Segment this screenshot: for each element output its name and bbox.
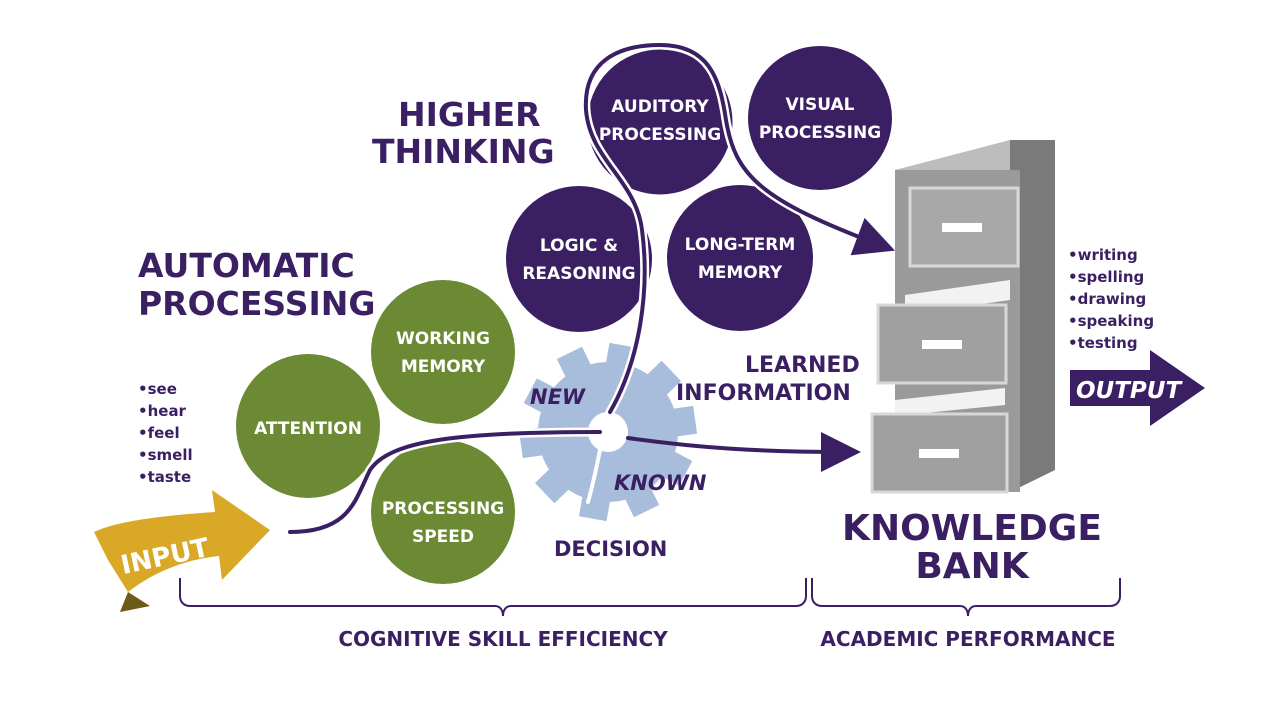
knowledge-bank-line-1: KNOWLEDGE (842, 508, 1102, 549)
circle-visual-processing: VISUAL PROCESSING (748, 46, 892, 190)
input-sense-item: •smell (138, 446, 193, 464)
input-banner (94, 490, 270, 592)
circle-working-memory-label-line-1: WORKING (396, 329, 490, 349)
flow-path-to-cabinet-lower (626, 431, 861, 472)
circle-attention: ATTENTION (236, 354, 380, 498)
input-sense-item: •feel (138, 424, 180, 442)
input-sense-item: •taste (138, 468, 191, 486)
output-label: OUTPUT (1076, 378, 1183, 404)
heading-higher-thinking: HIGHER THINKING (372, 95, 555, 171)
bracket-cognitive (179, 578, 807, 617)
heading-automatic-processing-line-2: PROCESSING (138, 284, 375, 323)
decision-label: DECISION (554, 537, 667, 561)
filing-cabinet-icon (870, 140, 1055, 494)
circle-processing-speed-label-line-1: PROCESSING (382, 499, 504, 519)
circle-processing-speed-label-line-2: SPEED (412, 527, 474, 547)
flow-path-higher-thinking (583, 42, 895, 414)
input-banner-fold (120, 592, 150, 612)
circle-logic-label-line-2: REASONING (522, 264, 635, 284)
output-skill-item: •writing (1068, 246, 1138, 264)
circle-auditory-processing: AUDITORY PROCESSING (584, 46, 736, 198)
output-skills-list: •writing •spelling •drawing •speaking •t… (1068, 246, 1154, 352)
circle-long-term-memory: LONG-TERM MEMORY (667, 185, 813, 331)
circle-logic-label-line-1: LOGIC & (540, 236, 618, 256)
output-arrow: OUTPUT (1070, 350, 1205, 426)
output-skill-item: •spelling (1068, 268, 1144, 286)
circle-working-memory-label-line-2: MEMORY (401, 357, 486, 377)
bracket-academic (811, 578, 1121, 617)
output-skill-item: •drawing (1068, 290, 1146, 308)
flow-path-known-branch (586, 448, 602, 504)
flow-path-input (288, 430, 602, 534)
circle-long-term-label-line-1: LONG-TERM (685, 235, 796, 255)
learned-information-line-1: LEARNED (745, 353, 860, 378)
circle-visual-label-line-1: VISUAL (786, 95, 855, 115)
circle-logic-reasoning: LOGIC & REASONING (506, 186, 652, 332)
input-senses-list: •see •hear •feel •smell •taste (138, 380, 193, 486)
input-sense-item: •see (138, 380, 177, 398)
gear-label-new: NEW (530, 385, 586, 409)
knowledge-bank-line-2: BANK (915, 546, 1029, 587)
output-skill-item: •speaking (1068, 312, 1154, 330)
circle-visual-label-line-2: PROCESSING (759, 123, 881, 143)
heading-higher-thinking-line-1: HIGHER (398, 95, 541, 134)
circle-long-term-label-line-2: MEMORY (698, 263, 783, 283)
gear-label-known: KNOWN (614, 471, 707, 495)
footer-academic-performance: ACADEMIC PERFORMANCE (820, 627, 1115, 651)
heading-automatic-processing: AUTOMATIC PROCESSING (138, 246, 375, 323)
circle-processing-speed: PROCESSING SPEED (371, 440, 515, 584)
input-sense-item: •hear (138, 402, 187, 420)
footer-brackets (179, 578, 1121, 617)
circle-auditory-label-line-1: AUDITORY (611, 97, 709, 117)
circle-auditory-label-line-2: PROCESSING (599, 125, 721, 145)
footer-cognitive-skill-efficiency: COGNITIVE SKILL EFFICIENCY (338, 627, 668, 651)
output-skill-item: •testing (1068, 334, 1138, 352)
learned-information-line-2: INFORMATION (676, 381, 851, 406)
circle-working-memory: WORKING MEMORY (371, 280, 515, 424)
heading-automatic-processing-line-1: AUTOMATIC (138, 246, 355, 285)
gear-hub (588, 412, 628, 452)
flow-paths (285, 40, 895, 537)
circle-attention-label: ATTENTION (254, 419, 362, 439)
input-arrow: INPUT (94, 490, 270, 612)
heading-higher-thinking-line-2: THINKING (372, 132, 555, 171)
